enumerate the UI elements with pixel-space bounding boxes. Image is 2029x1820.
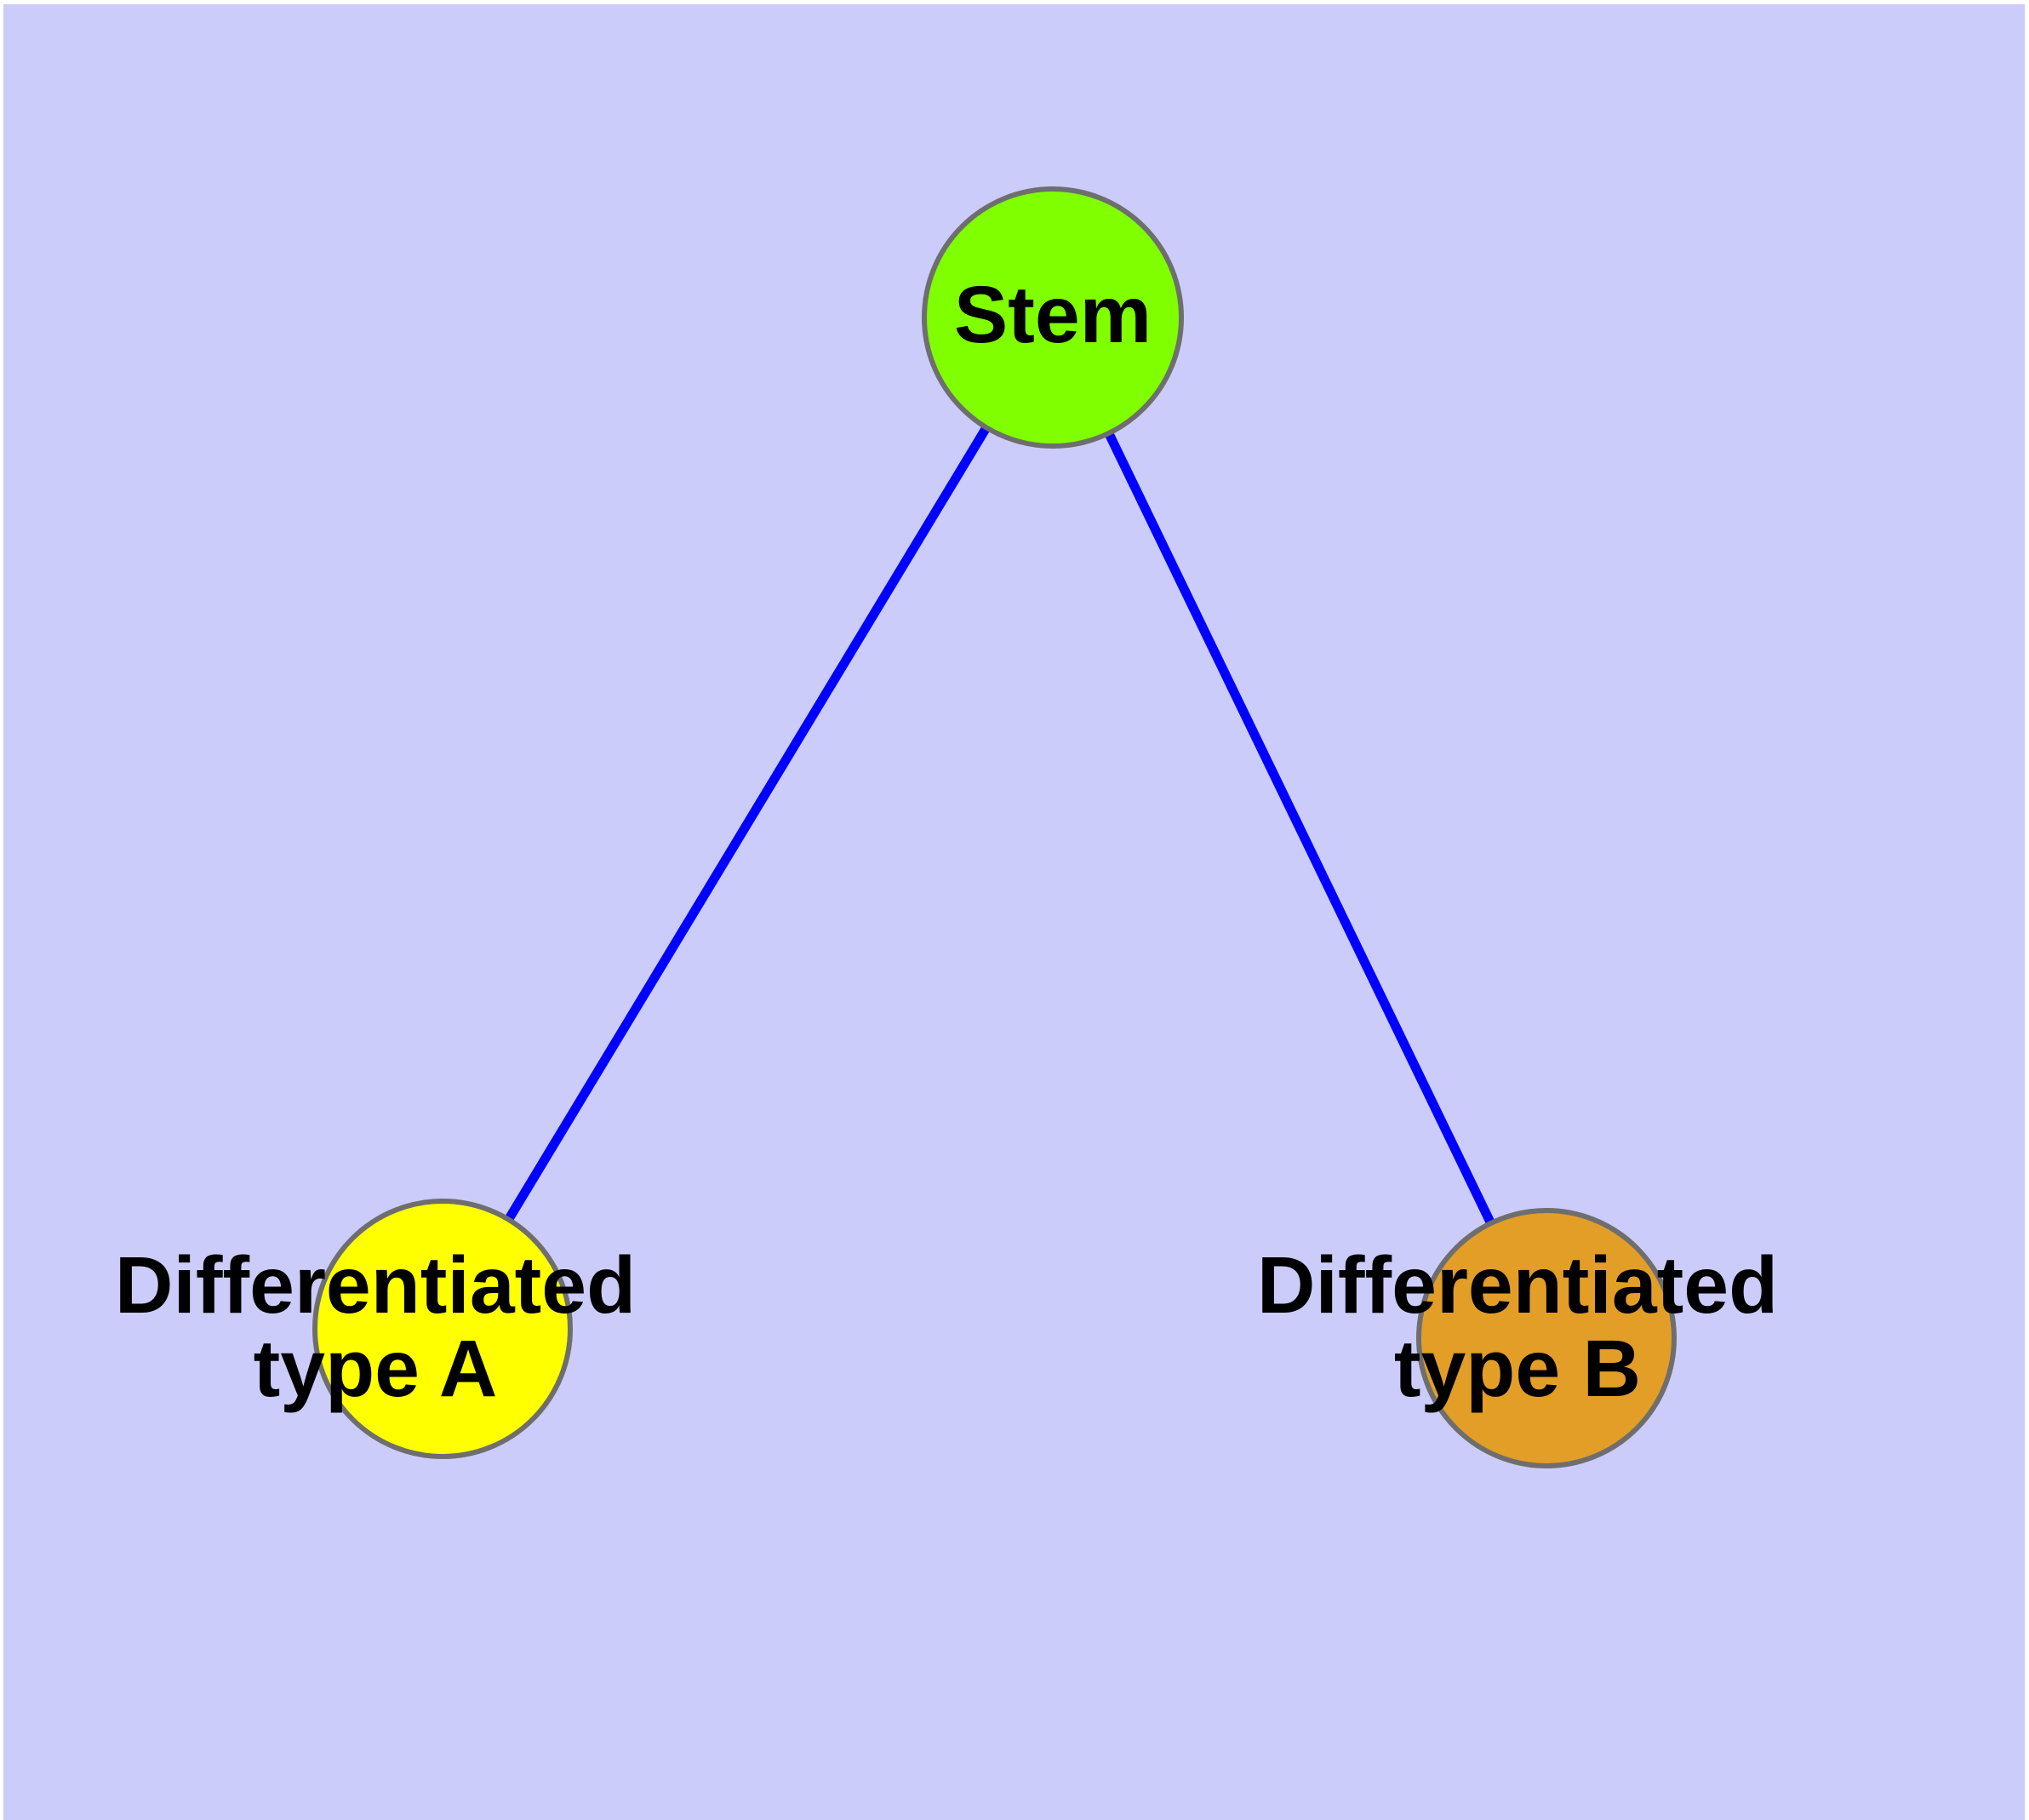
node-label-line: Stem	[954, 270, 1152, 360]
edge-stem-to-diff-a[interactable]	[438, 315, 1057, 1331]
edge-stem-to-diff-b[interactable]	[1049, 315, 1551, 1341]
node-diff-a[interactable]	[312, 1199, 573, 1459]
edge-layer	[438, 315, 1551, 1341]
node-diff-b[interactable]	[1416, 1208, 1677, 1468]
node-label-line: Differentiated	[115, 1240, 636, 1331]
node-stem[interactable]	[922, 186, 1184, 449]
node-label-line: type B	[1394, 1324, 1641, 1414]
node-layer	[312, 186, 1677, 1468]
node-label-line: Differentiated	[1257, 1240, 1778, 1331]
node-label-stem: Stem	[954, 270, 1152, 360]
node-label-line: type A	[254, 1324, 498, 1414]
